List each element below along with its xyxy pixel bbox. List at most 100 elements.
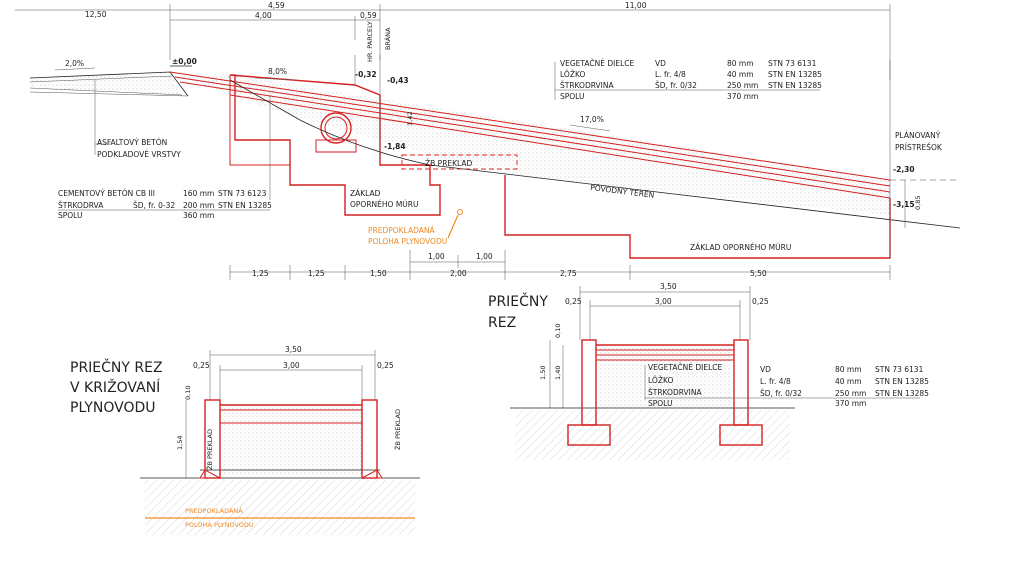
comptop-row2-name: LÔŽKO — [560, 70, 585, 79]
sectionR-dim-edge-l: 0,25 — [565, 297, 582, 306]
comptop-row3-norm: STN EN 13285 — [768, 81, 822, 90]
sectionR-h3: 1,40 — [554, 366, 562, 380]
composition-table-top: VEGETAČNÉ DIELCE VD 80 mm STN 73 6131 LÔ… — [554, 59, 822, 101]
sectionR-row1-name: VEGETAČNÉ DIELCE — [648, 363, 723, 372]
sectionL-h1: 0,10 — [184, 386, 192, 400]
slope-1: 2,0% — [65, 59, 84, 68]
comp1-row1-norm: STN 73 6123 — [218, 189, 267, 198]
level-l4: -2,30 — [893, 165, 915, 174]
sectionR-row1-thick: 80 mm — [835, 365, 862, 374]
label-podklad: PODKLADOVÉ VRSTVY — [97, 150, 181, 159]
sectionR-row3-norm: STN EN 13285 — [875, 389, 929, 398]
sectionL-title-1: PRIEČNY REZ — [70, 358, 163, 376]
comp1-row2-name: ŠTRKODRVA — [58, 201, 104, 210]
dim-sub-1: 1,00 — [428, 252, 445, 261]
comptop-row3-grade: ŠD, fr. 0/32 — [655, 81, 697, 90]
sectionL-preklad-l: ŽB PREKLAD — [205, 429, 214, 470]
comptop-row2-grade: L. fr. 4/8 — [655, 70, 686, 79]
sectionR-row2-grade: L. fr. 4/8 — [760, 377, 791, 386]
level-l3: -1,84 — [384, 142, 406, 151]
comptop-row3-thick: 250 mm — [727, 81, 758, 90]
sectionR-row4-thick: 370 mm — [835, 399, 866, 408]
sectionL-pred-1: PREDPOKLADANÁ — [185, 506, 243, 515]
height-h1: 1,42 — [406, 112, 414, 126]
label-brana: BRÁNA — [383, 27, 392, 50]
level-marks: ±0,00 -0,32 -0,43 -1,84 -2,30 -3,15 1,42… — [54, 21, 922, 210]
sectionR-row1-norm: STN 73 6131 — [875, 365, 924, 374]
slope-2: 8,0% — [268, 67, 287, 76]
dim-bottom-3: 1,50 — [370, 269, 387, 278]
main-section-labels: ZÁKLAD OPORNÉHO MÚRU ŽB PREKLAD PÔVODNÝ … — [350, 131, 943, 252]
comp1-row1-thick: 160 mm — [183, 189, 214, 198]
longitudinal-section — [29, 55, 961, 259]
comp1-row2-thick: 200 mm — [183, 201, 214, 210]
composition-table-1: CEMENTOVÝ BETÓN CB III 160 mm STN 73 612… — [58, 95, 272, 220]
comptop-row1-thick: 80 mm — [727, 59, 754, 68]
level-zero: ±0,00 — [172, 57, 197, 66]
sectionL-h2: 1,54 — [176, 436, 184, 450]
comp1-row2-norm: STN EN 13285 — [218, 201, 272, 210]
sectionL-dim-total: 3,50 — [285, 345, 302, 354]
comptop-row1-norm: STN 73 6131 — [768, 59, 817, 68]
sectionR-dim-edge-r: 0,25 — [752, 297, 769, 306]
sectionL-preklad-r: ŽB PREKLAD — [393, 409, 402, 450]
sectionR-row2-thick: 40 mm — [835, 377, 862, 386]
sectionL-dim-edge-r: 0,25 — [377, 361, 394, 370]
label-asfalt: ASFALTOVÝ BETÓN — [97, 138, 167, 147]
top-dimensions: 12,50 4,59 11,00 4,00 0,59 — [15, 1, 891, 80]
sectionR-row3-grade: ŠD, fr. 0/32 — [760, 389, 802, 398]
dim-top-3: 11,00 — [625, 1, 647, 10]
dim-bottom-4: 2,00 — [450, 269, 467, 278]
sectionL-pred-2: POLOHA PLYNOVODU — [185, 521, 254, 529]
slope-3: 17,0% — [580, 115, 604, 124]
bottom-dimensions: 1,25 1,25 1,50 2,00 2,75 5,50 1,00 1,00 — [229, 250, 891, 280]
comp1-row3-thick: 360 mm — [183, 211, 214, 220]
label-zaklad1a: ZÁKLAD — [350, 189, 381, 198]
level-l1: -0,32 — [355, 70, 377, 79]
sectionL-dim-edge-l: 0,25 — [193, 361, 210, 370]
comptop-row1-name: VEGETAČNÉ DIELCE — [560, 59, 635, 68]
label-pred-1: PREDPOKLADANÁ — [368, 226, 435, 235]
label-pred-2: POLOHA PLYNOVODU — [368, 237, 447, 246]
height-h2: 0,85 — [914, 196, 922, 210]
comptop-row2-norm: STN EN 13285 — [768, 70, 822, 79]
comptop-row1-grade: VD — [655, 59, 666, 68]
sectionL-title-2: V KRIŽOVANÍ — [70, 378, 160, 396]
dim-bottom-6: 5,50 — [750, 269, 767, 278]
dim-bottom-1: 1,25 — [252, 269, 269, 278]
comptop-row3-name: ŠTRKODRVINA — [560, 81, 614, 90]
sectionR-row2-norm: STN EN 13285 — [875, 377, 929, 386]
comptop-row4-thick: 370 mm — [727, 92, 758, 101]
sectionR-h1: 0,10 — [554, 324, 562, 338]
sectionR-h2: 1,50 — [539, 366, 547, 380]
dim-bottom-5: 2,75 — [560, 269, 577, 278]
comp1-row3-name: SPOLU — [58, 211, 82, 220]
sectionR-title-1: PRIEČNY — [488, 292, 548, 310]
cross-section-right: PRIEČNY REZ 3,50 3,00 0,25 0,25 0,10 1,5… — [488, 282, 929, 460]
label-zaklad2: ZÁKLAD OPORNÉHO MÚRU — [690, 243, 791, 252]
sectionR-row2-name: LÔŽKO — [648, 376, 673, 385]
level-l2: -0,43 — [387, 76, 409, 85]
sectionR-dim-mid: 3,00 — [655, 297, 672, 306]
left-layer-labels: ASFALTOVÝ BETÓN PODKLADOVÉ VRSTVY — [94, 80, 181, 159]
comptop-row4-name: SPOLU — [560, 92, 584, 101]
label-planovany-1: PLÁNOVANÝ — [895, 131, 941, 140]
sectionR-row3-thick: 250 mm — [835, 389, 866, 398]
comp1-row1-name: CEMENTOVÝ BETÓN CB III — [58, 189, 155, 198]
comptop-row2-thick: 40 mm — [727, 70, 754, 79]
sectionL-dim-mid: 3,00 — [283, 361, 300, 370]
sectionR-title-2: REZ — [488, 315, 516, 331]
sectionR-row3-name: ŠTRKODRVINA — [648, 388, 702, 397]
sectionR-dim-total: 3,50 — [660, 282, 677, 291]
dim-top-4: 4,00 — [255, 11, 272, 20]
sectionR-row4-name: SPOLU — [648, 399, 672, 408]
level-l5: -3,15 — [893, 200, 915, 209]
label-zaklad1b: OPORNÉHO MÚRU — [350, 200, 418, 209]
comp1-row2-grade: ŠD, fr. 0-32 — [133, 201, 175, 210]
dim-top-1: 12,50 — [85, 10, 107, 19]
label-planovany-2: PRÍSTREŠOK — [895, 143, 943, 152]
sectionL-title-3: PLYNOVODU — [70, 400, 156, 416]
dim-bottom-2: 1,25 — [308, 269, 325, 278]
cross-section-left: PRIEČNY REZ V KRIŽOVANÍ PLYNOVODU 3,50 3… — [70, 345, 420, 535]
